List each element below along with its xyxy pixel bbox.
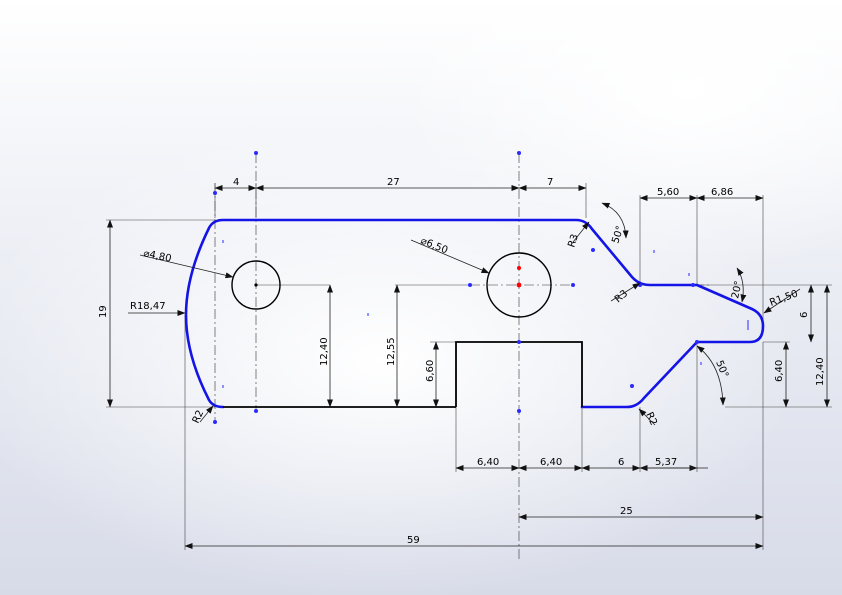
dim-r1-50[interactable]: R1,50 bbox=[768, 288, 799, 308]
dim-r18-47[interactable]: R18,47 bbox=[130, 301, 166, 312]
dim-dia-6-50[interactable]: ⌀6,50 bbox=[419, 236, 449, 257]
dim-25[interactable]: 25 bbox=[620, 506, 633, 517]
dim-r3-top[interactable]: R3 bbox=[566, 233, 581, 249]
dim-r2-right[interactable]: R2 bbox=[643, 411, 659, 428]
dim-12-40-right[interactable]: 12,40 bbox=[815, 357, 826, 386]
sketch-points[interactable] bbox=[213, 151, 749, 424]
dim-6-86[interactable]: 6,86 bbox=[711, 187, 733, 198]
dim-6-60[interactable]: 6,60 bbox=[425, 360, 436, 382]
dim-19[interactable]: 19 bbox=[98, 305, 109, 318]
dim-27[interactable]: 27 bbox=[387, 177, 400, 188]
dim-5-37[interactable]: 5,37 bbox=[655, 457, 677, 468]
dim-50-bottom[interactable]: 50° bbox=[713, 359, 730, 380]
dimensions[interactable]: 4 27 7 5,60 6,86 19 ⌀4,80 ⌀6,50 R18,47 R… bbox=[98, 177, 830, 549]
dim-6-40-right[interactable]: 6,40 bbox=[774, 360, 785, 382]
dim-5-60[interactable]: 5,60 bbox=[657, 187, 679, 198]
origin-point[interactable] bbox=[516, 282, 522, 288]
dim-6-40-a[interactable]: 6,40 bbox=[477, 457, 499, 468]
dim-dia-4-80[interactable]: ⌀4,80 bbox=[142, 248, 172, 265]
dim-6-40-b[interactable]: 6,40 bbox=[540, 457, 562, 468]
hole-left[interactable] bbox=[231, 260, 281, 310]
origin-marker bbox=[517, 266, 521, 270]
hole-left-center[interactable] bbox=[254, 283, 258, 287]
dim-20-deg[interactable]: 20° bbox=[730, 280, 744, 300]
part-outline[interactable] bbox=[184, 218, 765, 409]
dim-12-55[interactable]: 12,55 bbox=[386, 337, 397, 366]
dim-6[interactable]: 6 bbox=[618, 457, 624, 468]
hole-center[interactable] bbox=[486, 252, 552, 318]
dim-59[interactable]: 59 bbox=[407, 535, 420, 546]
dim-6-right[interactable]: 6 bbox=[799, 312, 810, 318]
dim-12-40-left[interactable]: 12,40 bbox=[319, 337, 330, 366]
dim-50-top[interactable]: 50° bbox=[610, 225, 626, 245]
centerlines bbox=[214, 153, 710, 560]
fixed-edges[interactable] bbox=[223, 341, 583, 408]
dim-r2-left[interactable]: R2 bbox=[191, 409, 207, 426]
dim-4[interactable]: 4 bbox=[233, 177, 239, 188]
dim-7[interactable]: 7 bbox=[547, 177, 553, 188]
